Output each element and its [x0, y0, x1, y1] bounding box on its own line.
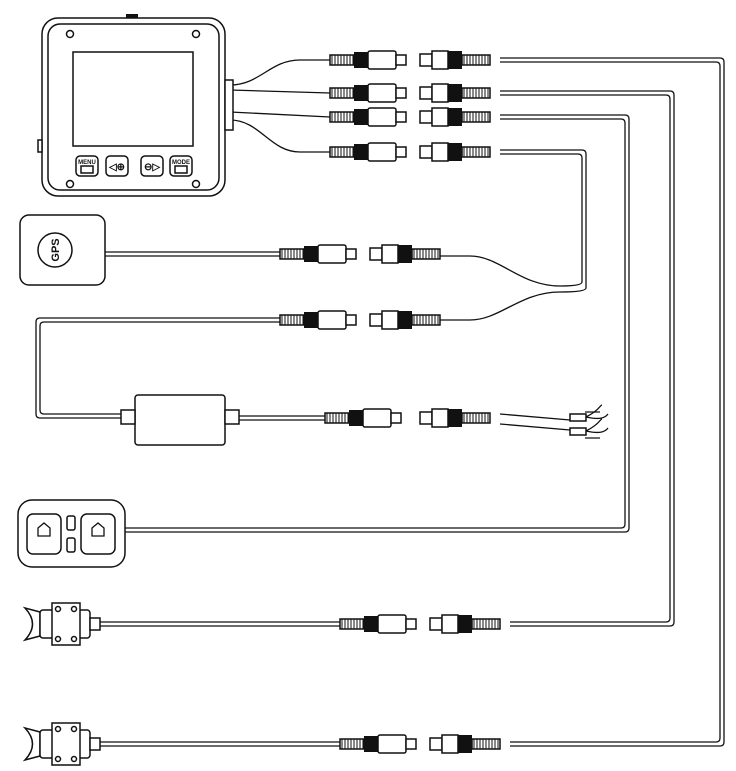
screw-icon	[54, 755, 62, 763]
display-screen	[72, 51, 194, 147]
camera-1	[22, 602, 101, 646]
gps-module: GPS	[19, 214, 106, 286]
camera-lens	[22, 726, 41, 762]
gps-label: GPS	[50, 238, 62, 261]
camera-icon	[174, 165, 188, 174]
cable-strain-relief	[89, 617, 101, 631]
device-button-0: MENU	[75, 155, 99, 177]
connector-pair	[279, 310, 441, 330]
screw-icon	[54, 605, 62, 613]
connector-pair	[279, 244, 441, 264]
connector-pair	[324, 408, 491, 428]
screw-icon	[70, 725, 78, 733]
power-converter-box	[120, 394, 240, 446]
screw-icon	[54, 725, 62, 733]
remote-button-panel	[17, 499, 126, 568]
screw-icon	[54, 635, 62, 643]
cables	[35, 57, 725, 747]
screw-icon	[70, 755, 78, 763]
camera-2	[22, 722, 101, 766]
device-button-1: ◁⊕	[105, 155, 129, 177]
connector-pair	[329, 107, 491, 127]
connector-pair	[339, 734, 501, 754]
button-label: MENU	[78, 160, 96, 166]
connector-pair	[339, 614, 501, 634]
connector-pair	[329, 142, 491, 162]
button-label: MODE	[172, 160, 190, 166]
screw-icons	[65, 29, 201, 189]
fork-terminals	[569, 404, 609, 439]
connector-pair	[329, 83, 491, 103]
left-plus-icon: ◁⊕	[108, 162, 125, 173]
screw-icon	[70, 635, 78, 643]
screw-icon	[70, 605, 78, 613]
cable-strain-relief	[89, 737, 101, 751]
camera-lens	[22, 606, 41, 642]
dash-camera-unit: MENU ◁⊕ ⊖▷ MODE	[37, 14, 234, 197]
connector-pair	[329, 50, 491, 70]
connectors	[279, 50, 501, 754]
device-button-2: ⊖▷	[140, 155, 164, 177]
device-button-3: MODE	[169, 155, 193, 177]
back-arrow-icon	[80, 165, 94, 174]
minus-right-icon: ⊖▷	[144, 162, 161, 173]
